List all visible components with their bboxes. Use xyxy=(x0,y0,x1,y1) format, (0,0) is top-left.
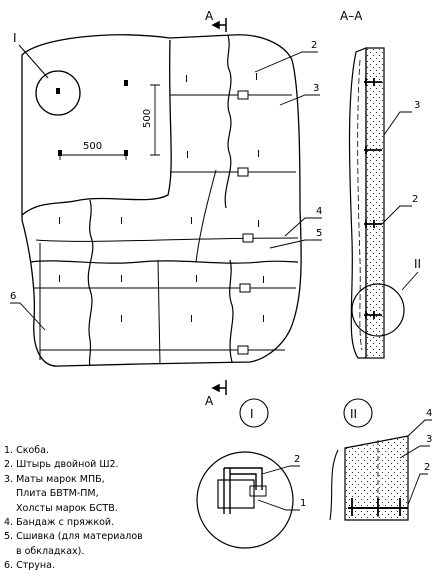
panel-mark: I xyxy=(190,216,193,227)
panel-marks: I I I I I I I I I I I I I I I xyxy=(58,72,265,325)
panel-mark: I xyxy=(58,216,61,227)
legend-item: 6. Струна. xyxy=(4,560,55,572)
callout-2: 2 xyxy=(311,40,317,51)
detail-two-circle xyxy=(351,283,405,337)
seam-vertical-5 xyxy=(195,169,217,263)
legend-item: Холсты марок БСТВ. xyxy=(16,502,118,514)
seam-vertical-2 xyxy=(87,199,94,367)
legend-item: 3. Маты марок МПБ, xyxy=(4,473,105,485)
detail-one-title: I xyxy=(250,407,254,421)
detail-one-label: I xyxy=(13,31,17,45)
seam-vertical-4 xyxy=(229,259,234,363)
section-wall-left xyxy=(348,47,367,359)
detail-two-title: II xyxy=(350,407,357,421)
seam-vertical-1 xyxy=(224,34,232,209)
legend-item: в обкладках). xyxy=(16,545,85,557)
callout-6: 6 xyxy=(10,291,16,302)
panel-mark: I xyxy=(58,274,61,285)
insulation-outline xyxy=(21,34,302,367)
dim-vertical xyxy=(150,84,160,156)
detail-two-callout-2: 2 xyxy=(424,462,430,473)
main-callouts xyxy=(10,51,322,331)
legend: 1. Скоба. 2. Штырь двойной Ш2. 3. Маты м… xyxy=(4,444,194,574)
panel-mark: I xyxy=(185,74,188,85)
section-callout-3: 3 xyxy=(414,100,420,111)
section-label-top: А xyxy=(205,9,214,23)
buckles xyxy=(237,90,254,355)
panel-mark: I xyxy=(190,314,193,325)
section-view xyxy=(348,47,419,359)
legend-item: 4. Бандаж с пряжкой. xyxy=(4,517,115,529)
detail-one-title-circle xyxy=(239,398,269,428)
detail-two-label: II xyxy=(414,257,421,271)
detail-one-circle xyxy=(35,70,81,116)
panel-mark: I xyxy=(257,219,260,230)
section-arrow-bottom xyxy=(211,380,227,395)
detail-one-callout-1: 1 xyxy=(300,498,306,509)
legend-item: 2. Штырь двойной Ш2. xyxy=(4,459,119,471)
legend-item: Плита БВТМ-ПМ, xyxy=(16,488,99,500)
detail-two-view xyxy=(329,419,432,521)
callout-4: 4 xyxy=(316,206,322,217)
panel-mark: I xyxy=(262,275,265,286)
detail-two-callout-3: 3 xyxy=(426,434,432,445)
callout-3: 3 xyxy=(313,83,319,94)
panel-mark: I xyxy=(262,314,265,325)
dimension-vertical: 500 xyxy=(142,109,153,128)
detail-one-view xyxy=(196,451,300,549)
panel-mark: I xyxy=(120,274,123,285)
section-label-bottom: А xyxy=(205,394,214,408)
section-view-title: А–А xyxy=(340,9,363,23)
panel-mark: I xyxy=(195,274,198,285)
dimension-horizontal: 500 xyxy=(83,141,102,152)
band-5 xyxy=(29,260,299,264)
panel-mark: I xyxy=(257,149,260,160)
detail-two-callout-4: 4 xyxy=(426,408,432,419)
section-callout-2: 2 xyxy=(412,194,418,205)
uninsulated-edge xyxy=(21,39,172,216)
panel-mark: I xyxy=(120,216,123,227)
pins xyxy=(56,80,128,156)
section-arrow-top xyxy=(211,18,227,32)
main-plan-view xyxy=(21,18,302,395)
band-low xyxy=(35,237,299,242)
detail-two-title-circle xyxy=(343,398,373,428)
legend-item: 5. Сшивка (для материалов xyxy=(4,531,143,543)
panel-mark: I xyxy=(120,314,123,325)
section-wall-inner xyxy=(357,59,363,351)
legend-item: 1. Скоба. xyxy=(4,445,49,456)
detail-one-callout-2: 2 xyxy=(294,454,300,465)
callout-5: 5 xyxy=(316,228,322,239)
seam-vertical-3 xyxy=(157,259,161,365)
section-insulation xyxy=(365,47,385,359)
panel-mark: I xyxy=(186,150,189,161)
panel-mark: I xyxy=(255,72,258,83)
